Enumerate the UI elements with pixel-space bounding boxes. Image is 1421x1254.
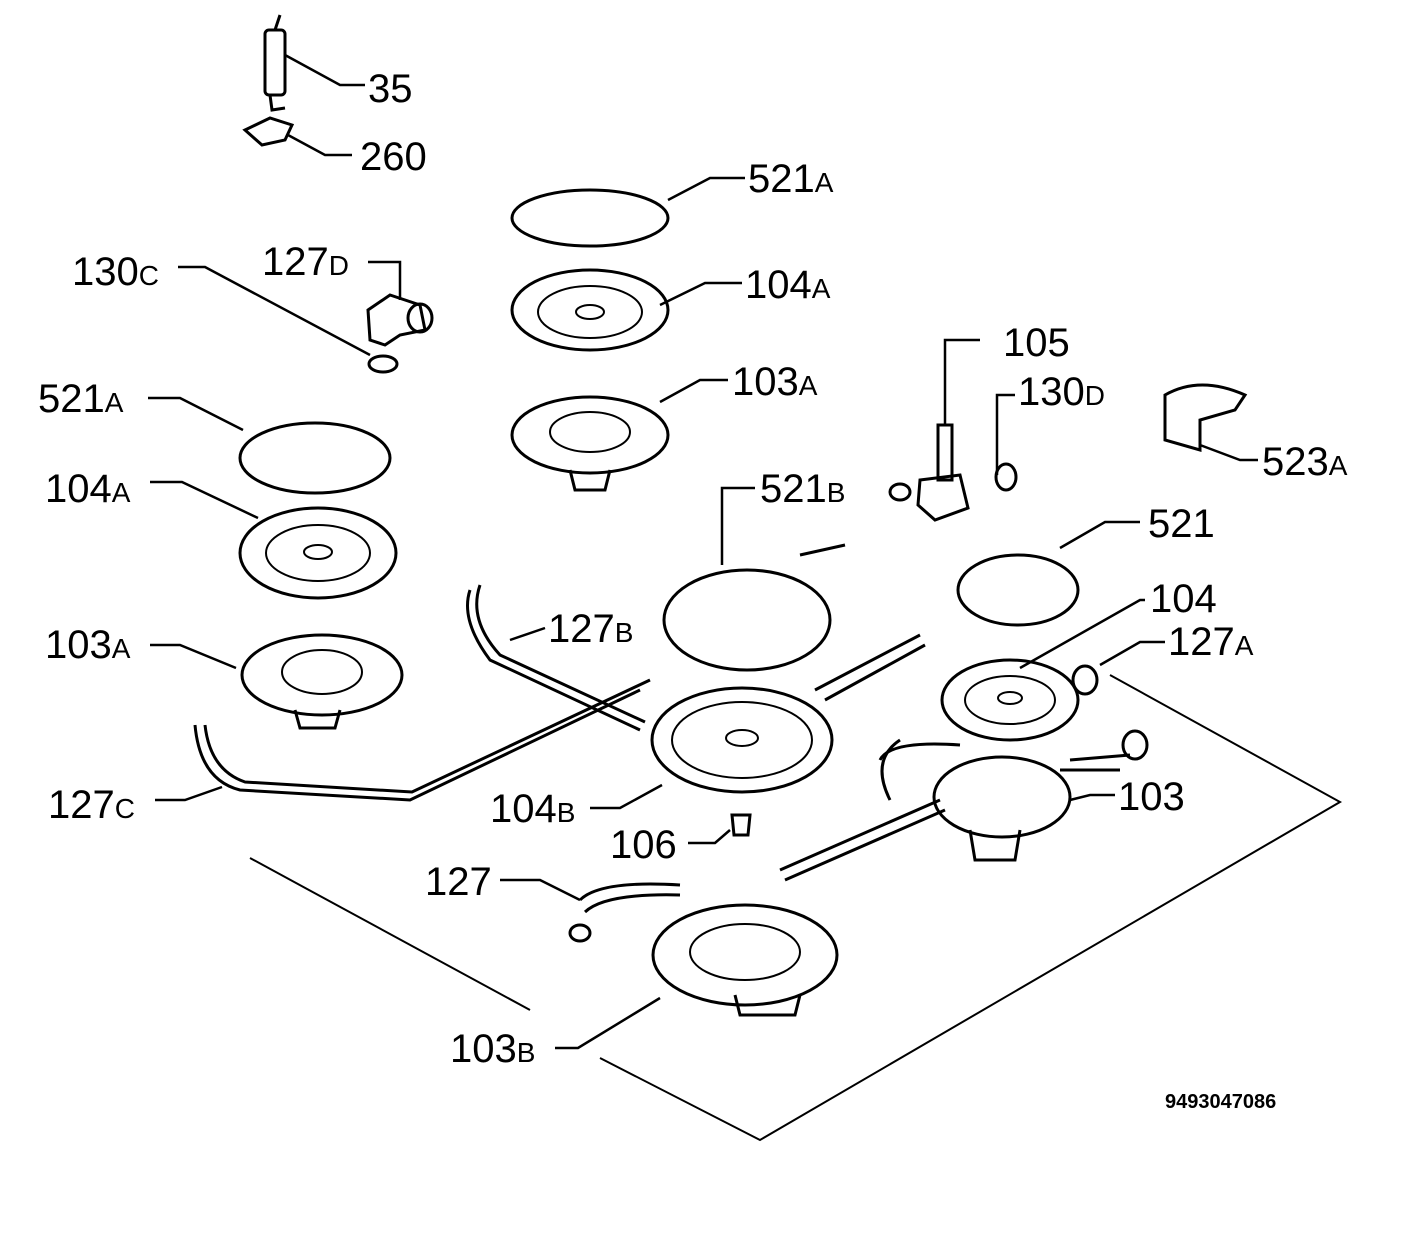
part-number: 260 — [360, 135, 427, 179]
part-suffix: A — [799, 370, 818, 401]
electrode-icon — [263, 14, 287, 112]
part-suffix: D — [329, 250, 349, 281]
part-number: 130 — [72, 250, 139, 294]
part-number: 127 — [1168, 620, 1235, 664]
part-number: 127 — [262, 240, 329, 284]
part-label-103a: 103A — [732, 360, 818, 404]
hob-outline — [249, 674, 1343, 1142]
bracket-icon — [1163, 383, 1248, 452]
part-suffix: A — [112, 477, 131, 508]
part-label-106: 106 — [610, 823, 677, 867]
part-number: 103 — [45, 623, 112, 667]
clip-icon — [242, 116, 295, 147]
part-label-127c: 127C — [48, 783, 135, 827]
burner-right-small — [932, 553, 1149, 862]
part-number: 103 — [1118, 775, 1185, 819]
part-number: 103 — [450, 1027, 517, 1071]
part-number: 521 — [1148, 502, 1215, 546]
burner-center-large — [650, 543, 846, 837]
part-suffix: A — [1235, 630, 1254, 661]
part-label-521b: 521B — [760, 467, 845, 511]
valve-icon — [888, 423, 970, 522]
part-suffix: D — [1085, 380, 1105, 411]
burner-upper-middle — [510, 188, 670, 492]
part-number: 521 — [748, 157, 815, 201]
part-label-103: 103 — [1118, 775, 1185, 819]
part-labels: 35 260 521A 127D 130C 104A 103A 105 130D… — [38, 67, 1348, 1071]
washer-icon — [367, 354, 399, 374]
part-label-127b: 127B — [548, 607, 633, 651]
part-label-104a: 104A — [745, 263, 831, 307]
part-suffix: B — [827, 477, 846, 508]
part-suffix: B — [557, 797, 576, 828]
burner-cup-bottom — [568, 903, 839, 1017]
part-label-105: 105 — [1003, 321, 1070, 365]
part-number: 104 — [45, 467, 112, 511]
part-number: 104 — [745, 263, 812, 307]
part-number: 523 — [1262, 440, 1329, 484]
leader-lines — [148, 53, 1258, 1050]
burner-left — [238, 421, 404, 730]
part-number: 105 — [1003, 321, 1070, 365]
part-label-521: 521 — [1148, 502, 1215, 546]
part-label-521a: 521A — [748, 157, 834, 201]
part-number: 104 — [490, 787, 557, 831]
part-number: 127 — [425, 860, 492, 904]
part-number: 127 — [548, 607, 615, 651]
part-number: 521 — [760, 467, 827, 511]
diagram-code: 9493047086 — [1165, 1091, 1276, 1113]
part-suffix: C — [139, 260, 159, 291]
part-number: 106 — [610, 823, 677, 867]
gas-pipes — [193, 584, 1131, 914]
part-label-103b: 103B — [450, 1027, 535, 1071]
part-number: 521 — [38, 377, 105, 421]
part-label-104a: 104A — [45, 467, 131, 511]
part-label-130d: 130D — [1018, 370, 1105, 414]
part-suffix: C — [115, 793, 135, 824]
part-number: 103 — [732, 360, 799, 404]
part-suffix: A — [1329, 450, 1348, 481]
part-suffix: B — [615, 617, 634, 648]
part-suffix: A — [112, 633, 131, 664]
part-label-523a: 523A — [1262, 440, 1348, 484]
part-suffix: A — [105, 387, 124, 418]
part-suffix: B — [517, 1037, 536, 1068]
part-label-130c: 130C — [72, 250, 159, 294]
part-label-521a: 521A — [38, 377, 124, 421]
part-number: 127 — [48, 783, 115, 827]
part-number: 35 — [368, 67, 413, 111]
part-label-127: 127 — [425, 860, 492, 904]
part-label-260: 260 — [360, 135, 427, 179]
part-suffix: A — [812, 273, 831, 304]
part-label-35: 35 — [368, 67, 413, 111]
part-suffix: A — [815, 167, 834, 198]
part-label-103a: 103A — [45, 623, 131, 667]
part-label-104: 104 — [1150, 577, 1217, 621]
part-label-104b: 104B — [490, 787, 575, 831]
part-label-127a: 127A — [1168, 620, 1254, 664]
part-number: 130 — [1018, 370, 1085, 414]
part-number: 104 — [1150, 577, 1217, 621]
washer-icon — [994, 462, 1018, 492]
elbow-fitting-icon — [366, 293, 434, 347]
part-label-127d: 127D — [262, 240, 349, 284]
